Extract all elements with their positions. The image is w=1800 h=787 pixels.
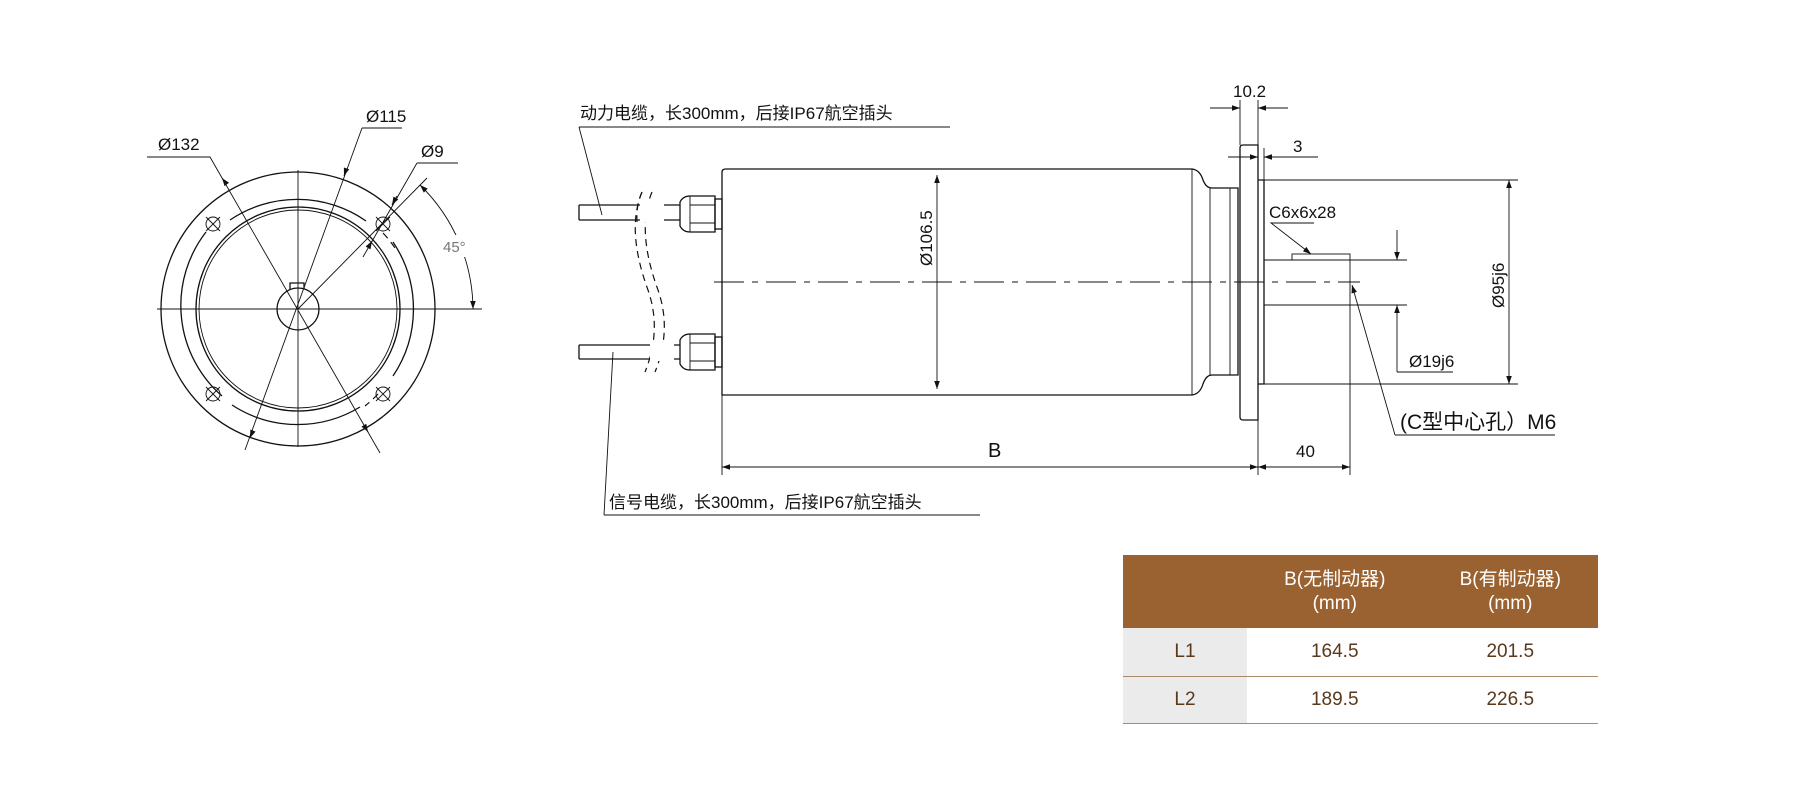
shaft-diameter-label: Ø19j6 — [1409, 352, 1454, 371]
length-table: B(无制动器)(mm) B(有制动器)(mm) L1 164.5 201.5 L… — [1123, 555, 1598, 724]
cell-with-brake: 226.5 — [1422, 676, 1598, 724]
row-label: L1 — [1123, 628, 1247, 677]
key-label: C6x6x28 — [1269, 203, 1336, 222]
table-row: L1 164.5 201.5 — [1123, 628, 1598, 677]
header-with-brake-unit: (mm) — [1488, 592, 1533, 614]
cell-with-brake: 201.5 — [1422, 628, 1598, 677]
header-with-brake-title: B(有制动器) — [1459, 568, 1561, 590]
cell-no-brake: 189.5 — [1247, 676, 1423, 724]
side-view: 动力电缆，长300mm，后接IP67航空插头 信号电缆，长300mm，后接IP6… — [578, 82, 1556, 516]
dia-132-label: Ø132 — [158, 135, 200, 154]
keyway — [289, 282, 305, 289]
shaft-length-label: 40 — [1296, 442, 1315, 461]
signal-cable-label: 信号电缆，长300mm，后接IP67航空插头 — [609, 493, 922, 512]
motor-body — [721, 168, 1239, 396]
angle-45-label: 45° — [443, 239, 466, 256]
table-header-row: B(无制动器)(mm) B(有制动器)(mm) — [1123, 555, 1598, 628]
dia-106-5-label: Ø106.5 — [917, 210, 936, 266]
dia-115-label: Ø115 — [366, 107, 406, 126]
length-b-label: B — [988, 440, 1001, 462]
header-no-brake-unit: (mm) — [1312, 592, 1357, 614]
header-with-brake: B(有制动器)(mm) — [1422, 555, 1598, 628]
row-label: L2 — [1123, 676, 1247, 724]
spigot-diameter-label: Ø95j6 — [1489, 263, 1508, 308]
power-cable-label: 动力电缆，长300mm，后接IP67航空插头 — [580, 104, 893, 123]
header-empty — [1123, 555, 1247, 628]
spigot-length-label: 3 — [1293, 137, 1302, 156]
dia-9-label: Ø9 — [421, 142, 444, 161]
flange-thickness-label: 10.2 — [1233, 82, 1266, 101]
cell-no-brake: 164.5 — [1247, 628, 1423, 677]
header-no-brake: B(无制动器)(mm) — [1247, 555, 1423, 628]
front-view: Ø132 Ø115 Ø9 45° — [147, 107, 482, 454]
key — [1291, 253, 1351, 261]
header-no-brake-title: B(无制动器) — [1284, 568, 1386, 590]
center-hole-label: (C型中心孔）M6 — [1400, 411, 1556, 434]
bolt-hole-icon — [205, 216, 391, 402]
table-row: L2 189.5 226.5 — [1123, 676, 1598, 724]
